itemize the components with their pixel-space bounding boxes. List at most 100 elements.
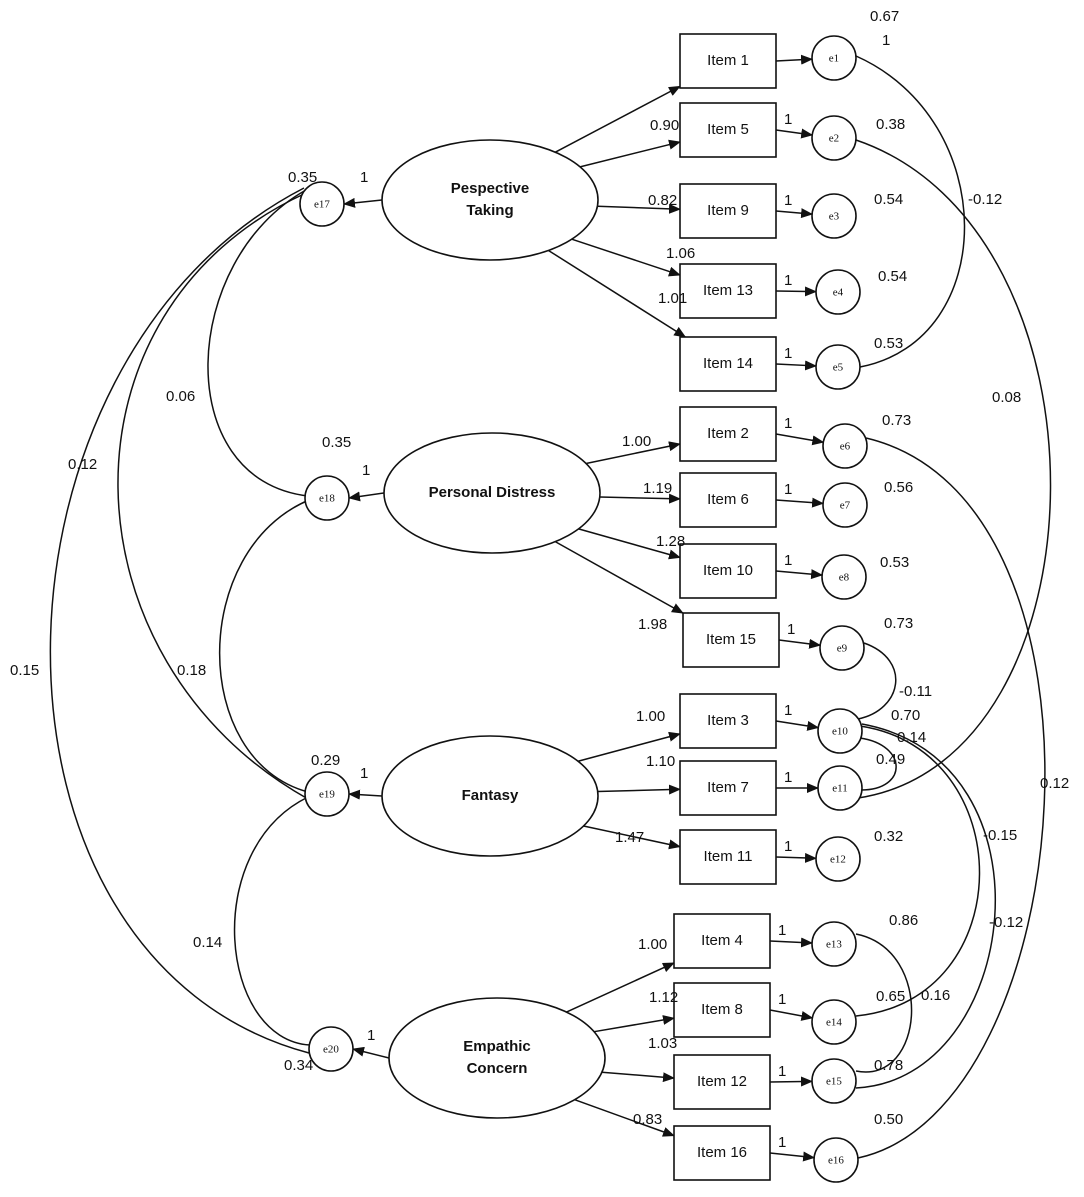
latent-pd-ellipse	[383, 432, 601, 554]
variance-label-e11: 0.49	[876, 751, 905, 768]
loading-arrow-i2	[585, 441, 681, 465]
error-arrow-i3	[775, 720, 820, 731]
error-label: e17	[314, 199, 330, 211]
error-path-label-i7: 1	[784, 769, 792, 786]
item-label: Item 7	[707, 779, 749, 796]
loading-label-i13: 1.06	[666, 245, 695, 262]
covariance-label-e17-e20: 0.15	[10, 662, 39, 679]
error-path-label-i15: 1	[787, 621, 795, 638]
loading-label-i5: 0.90	[650, 117, 679, 134]
error-circle-e3	[811, 193, 857, 239]
covariance-curve-e19-e20	[233, 796, 311, 1046]
covariance-curve-e13-e15	[855, 933, 913, 1073]
error-circle-e15	[811, 1058, 857, 1104]
covariance-curve-e2-e11	[855, 139, 1052, 799]
error-label: e15	[826, 1076, 842, 1088]
error-path-label-i16: 1	[778, 1134, 786, 1151]
error-arrow-i5	[775, 128, 814, 139]
loading-arrow-i16	[574, 1098, 675, 1137]
item-label: Item 6	[707, 491, 749, 508]
item-label: Item 11	[704, 848, 753, 865]
item-box-i1	[679, 33, 777, 89]
variance-label-e4: 0.54	[878, 268, 907, 285]
covariance-label-e9-e10: -0.11	[899, 683, 932, 700]
covariance-curve-e9-e10	[857, 642, 897, 720]
error-path-label-i13: 1	[784, 272, 792, 289]
loading-arrow-i10	[578, 528, 681, 560]
covariance-curve-e17-e19	[117, 192, 309, 800]
variance-label-e13: 0.86	[889, 912, 918, 929]
covariance-curve-e17-e20	[49, 187, 310, 1054]
latent-pt-ellipse	[381, 139, 599, 261]
item-label: Item 5	[707, 121, 749, 138]
latent-fa-ellipse	[381, 735, 599, 857]
covariance-label-e1-e5: -0.12	[968, 191, 1002, 208]
error-path-label-i3: 1	[784, 702, 792, 719]
item-box-i7	[679, 760, 777, 816]
loading-arrow-i3	[577, 731, 681, 762]
loading-label-i14: 1.01	[658, 290, 687, 307]
latent-label: Personal Distress	[429, 484, 556, 501]
loading-label-i15: 1.98	[638, 616, 667, 633]
covariance-curve-e1-e5	[855, 55, 966, 368]
loading-label-i11: 1.47	[615, 829, 644, 846]
error-path-label-i2: 1	[784, 415, 792, 432]
covariance-curve-e18-e19	[218, 499, 310, 793]
item-box-i8	[673, 982, 771, 1038]
item-label: Item 2	[707, 425, 749, 442]
error-circle-e14	[811, 999, 857, 1045]
e1-fixed-label: 1	[882, 32, 890, 49]
item-box-i10	[679, 543, 777, 599]
error-path-label-i5: 1	[784, 111, 792, 128]
item-label: Item 16	[697, 1144, 747, 1161]
variance-label-e8: 0.53	[880, 554, 909, 571]
loading-label-i9: 0.82	[648, 192, 677, 209]
item-box-i2	[679, 406, 777, 462]
error-path-label-i10: 1	[784, 552, 792, 569]
error-circle-e19	[304, 771, 350, 817]
item-box-i5	[679, 102, 777, 158]
labels-layer: 0.900.821.061.011.001.191.281.981.001.10…	[10, 8, 1069, 1151]
covariance-label-e10-e11: 0.14	[897, 729, 926, 746]
covariance-label-e18-e19: 0.18	[177, 662, 206, 679]
error-label: e16	[828, 1155, 844, 1167]
error-label: e8	[839, 572, 850, 584]
error-label: e7	[840, 500, 851, 512]
covariance-label-e19-e20: 0.14	[193, 934, 222, 951]
error-label: e13	[826, 939, 842, 951]
error-path-label-i12: 1	[778, 1063, 786, 1080]
disturbance-path-label-pd: 1	[362, 462, 370, 479]
error-circle-e8	[821, 554, 867, 600]
loading-arrow-i4	[566, 962, 675, 1013]
error-label: e19	[319, 789, 335, 801]
error-label: e2	[829, 133, 839, 145]
error-label: e1	[829, 53, 839, 65]
loading-arrow-i7	[597, 784, 681, 795]
variance-label-e6: 0.73	[882, 412, 911, 429]
item-label: Item 9	[707, 202, 749, 219]
variance-label-e18: 0.35	[322, 434, 351, 451]
error-circle-e2	[811, 115, 857, 161]
error-circle-e17	[299, 181, 345, 227]
item-box-i9	[679, 183, 777, 239]
item-box-i12	[673, 1054, 771, 1110]
error-path-label-i6: 1	[784, 481, 792, 498]
error-path-label-i9: 1	[784, 192, 792, 209]
loading-arrow-i1	[554, 85, 681, 153]
disturbance-arrow-pt	[343, 197, 383, 208]
error-label: e10	[832, 726, 848, 738]
error-path-label-i8: 1	[778, 991, 786, 1008]
error-arrow-i8	[769, 1009, 814, 1021]
loading-arrow-i6	[599, 493, 681, 504]
loading-label-i6: 1.19	[643, 480, 672, 497]
item-box-i6	[679, 472, 777, 528]
covariance-curve-e10-e11	[859, 737, 897, 791]
latent-ec-ellipse	[388, 997, 606, 1119]
error-arrow-i13	[775, 286, 818, 297]
error-label: e11	[832, 783, 847, 795]
variance-label-e7: 0.56	[884, 479, 913, 496]
error-arrow-i10	[775, 569, 824, 580]
loading-label-i16: 0.83	[633, 1111, 662, 1128]
covariance-curve-e6-e16	[857, 437, 1046, 1159]
error-arrow-i14	[775, 360, 818, 371]
